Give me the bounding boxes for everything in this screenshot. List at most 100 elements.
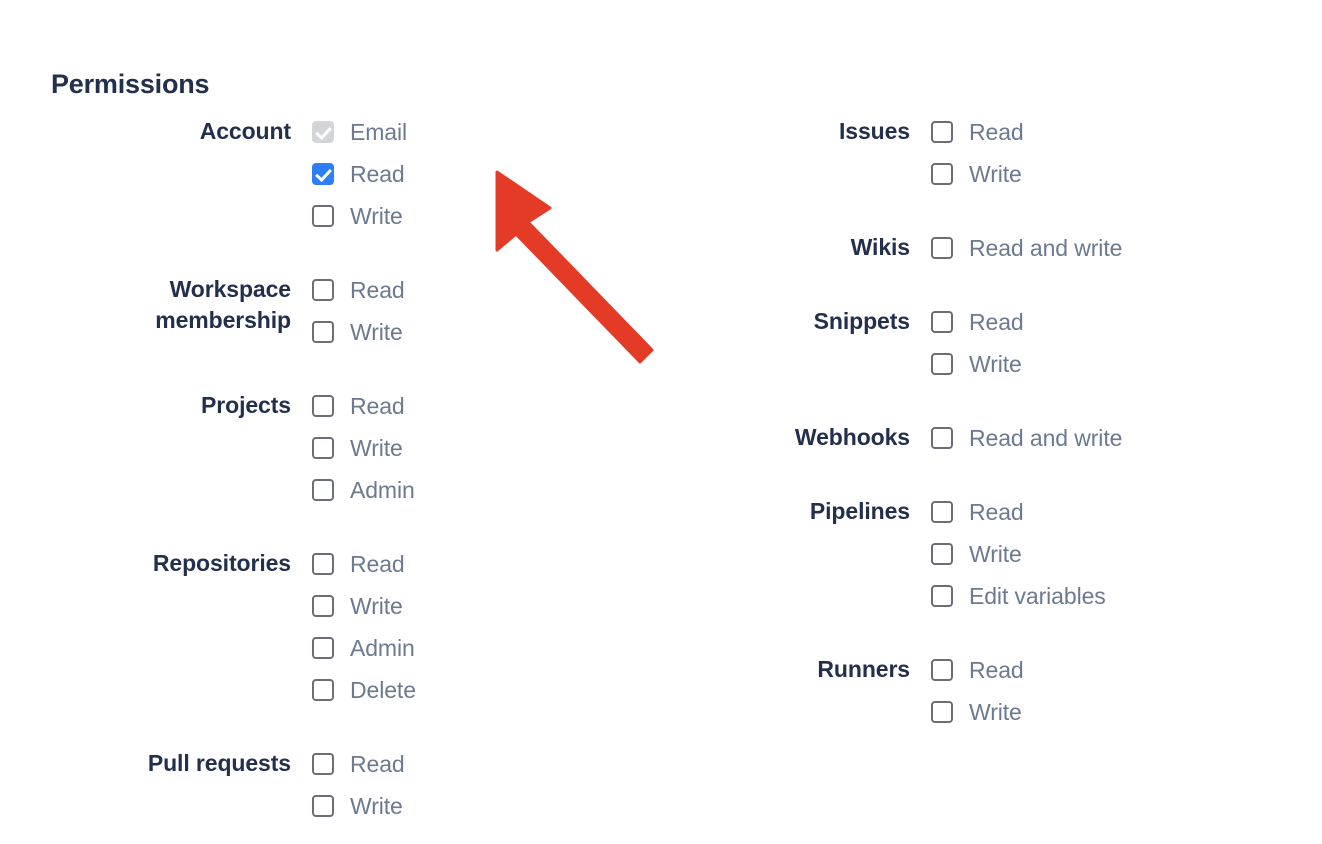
permission-option-row[interactable]: Delete [312, 669, 416, 711]
permission-option-row[interactable]: Admin [312, 627, 416, 669]
checkbox-write[interactable] [312, 321, 334, 343]
checkbox-read[interactable] [312, 553, 334, 575]
permission-option-label: Admin [350, 476, 415, 503]
permission-option-row[interactable]: Admin [312, 469, 415, 511]
permission-option-row[interactable]: Write [931, 691, 1024, 733]
permission-option-row[interactable]: Email [312, 111, 407, 153]
checkbox-write[interactable] [312, 205, 334, 227]
checkbox-read[interactable] [931, 311, 953, 333]
permission-option-row[interactable]: Write [312, 427, 415, 469]
permission-option-row[interactable]: Write [931, 533, 1106, 575]
permission-group: Webhooks Read and write [570, 417, 1122, 459]
permission-option-label: Read [969, 308, 1024, 335]
permission-option-row[interactable]: Read [931, 649, 1024, 691]
permission-group-label: Webhooks [794, 424, 910, 450]
permission-option-row[interactable]: Write [312, 311, 405, 353]
checkbox-write[interactable] [312, 437, 334, 459]
checkbox-admin[interactable] [312, 479, 334, 501]
checkbox-admin[interactable] [312, 637, 334, 659]
checkbox-write[interactable] [312, 595, 334, 617]
permission-option-row[interactable]: Write [312, 195, 407, 237]
permission-option-label: Admin [350, 634, 415, 661]
permission-option-row[interactable]: Read [312, 269, 405, 311]
permission-option-label: Delete [350, 676, 416, 703]
permission-option-label: Write [350, 434, 403, 461]
permission-group-label: Pull requests [147, 750, 291, 776]
permission-group-label: Pipelines [809, 498, 910, 524]
permission-option-label: Read [350, 750, 405, 777]
permission-option-label: Read [969, 118, 1024, 145]
permission-group-label: Issues [838, 118, 910, 144]
permission-option-row[interactable]: Edit variables [931, 575, 1106, 617]
permission-option-row[interactable]: Read [931, 491, 1106, 533]
checkbox-read[interactable] [312, 279, 334, 301]
checkbox-read[interactable] [931, 121, 953, 143]
permission-option-row[interactable]: Read [312, 543, 416, 585]
checkbox-edit-variables[interactable] [931, 585, 953, 607]
permission-option-row[interactable]: Read [312, 385, 415, 427]
permission-option-row[interactable]: Read [312, 153, 407, 195]
permission-option-list: Read and write [931, 417, 1122, 459]
permission-group: Wikis Read and write [570, 227, 1123, 269]
permission-option-list: Read and write [931, 227, 1122, 269]
checkbox-write[interactable] [312, 795, 334, 817]
permission-option-row[interactable]: Read and write [931, 417, 1122, 459]
checkbox-read-and-write[interactable] [931, 237, 953, 259]
permission-option-label: Read [969, 656, 1024, 683]
checkbox-write[interactable] [931, 163, 953, 185]
permission-option-row[interactable]: Read [312, 743, 405, 785]
permission-option-label: Write [969, 698, 1022, 725]
permission-option-label: Write [350, 202, 403, 229]
permission-option-label: Read [350, 392, 405, 419]
permission-group-label: Repositories [152, 550, 291, 576]
permission-group-label: Workspace membership [155, 276, 291, 333]
permission-option-label: Read and write [969, 424, 1123, 451]
permission-option-label: Read and write [969, 234, 1123, 261]
checkbox-write[interactable] [931, 701, 953, 723]
permission-group-label: Projects [201, 392, 291, 418]
permission-option-label: Write [350, 318, 403, 345]
permission-option-row[interactable]: Write [931, 153, 1024, 195]
checkbox-email [312, 121, 334, 143]
permission-option-row[interactable]: Read [931, 111, 1024, 153]
checkbox-read-and-write[interactable] [931, 427, 953, 449]
permission-option-label: Write [350, 592, 403, 619]
checkbox-read[interactable] [312, 753, 334, 775]
checkbox-delete[interactable] [312, 679, 334, 701]
permission-option-row[interactable]: Read and write [931, 227, 1122, 269]
permission-option-row[interactable]: Write [312, 785, 405, 827]
permission-option-label: Read [350, 550, 405, 577]
permission-option-row[interactable]: Read [931, 301, 1024, 343]
permission-group-label: Snippets [813, 308, 910, 334]
checkbox-write[interactable] [931, 353, 953, 375]
permission-group-label: Runners [817, 656, 910, 682]
checkbox-read[interactable] [312, 395, 334, 417]
permission-option-label: Write [350, 792, 403, 819]
permission-option-label: Read [350, 276, 405, 303]
permission-option-row[interactable]: Write [312, 585, 416, 627]
checkbox-read[interactable] [931, 501, 953, 523]
permission-option-label: Read [969, 498, 1024, 525]
permission-group-label: Wikis [850, 234, 910, 260]
checkbox-read[interactable] [312, 163, 334, 185]
permission-option-label: Write [969, 160, 1022, 187]
page-title: Permissions [51, 69, 210, 100]
checkbox-write[interactable] [931, 543, 953, 565]
checkbox-read[interactable] [931, 659, 953, 681]
permission-option-row[interactable]: Write [931, 343, 1024, 385]
